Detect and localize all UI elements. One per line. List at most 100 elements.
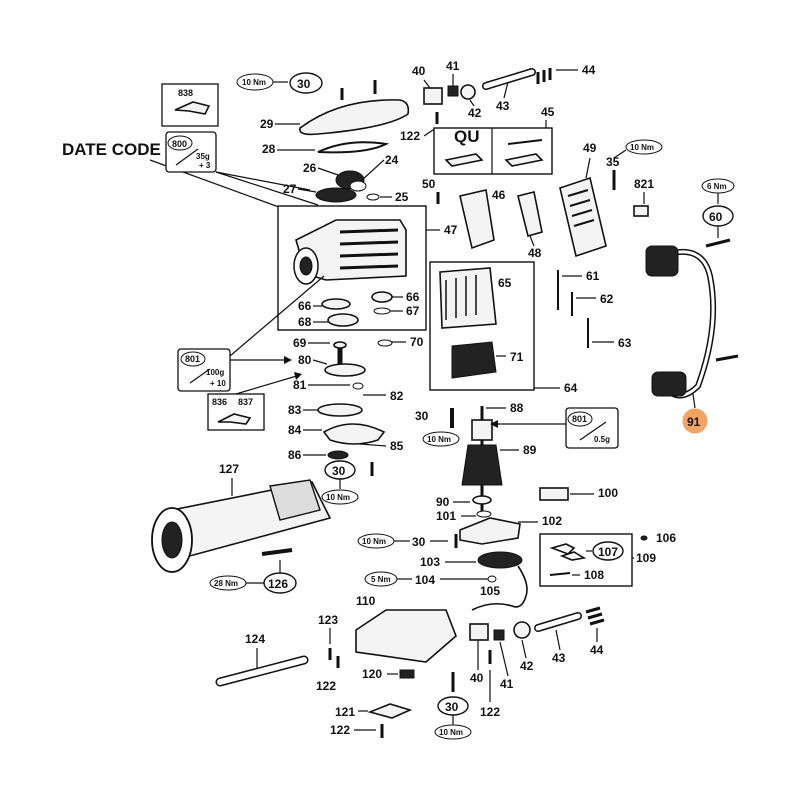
label-35: 35 bbox=[606, 155, 620, 169]
label-25: 25 bbox=[395, 190, 409, 204]
part-41-top bbox=[447, 85, 459, 97]
torque-30-center-value: 10 Nm bbox=[326, 493, 350, 502]
part-68 bbox=[327, 313, 359, 327]
label-45: 45 bbox=[541, 105, 555, 119]
label-88: 88 bbox=[510, 401, 524, 415]
part-86 bbox=[327, 450, 349, 460]
label-836: 836 bbox=[212, 397, 227, 407]
torque-30-top: 10 Nm 30 bbox=[236, 72, 323, 94]
label-30-bottom: 30 bbox=[445, 700, 459, 714]
part-103 bbox=[477, 551, 523, 569]
part-109-box bbox=[539, 533, 633, 587]
label-27: 27 bbox=[283, 182, 297, 196]
label-30-armature: 30 bbox=[415, 409, 429, 423]
label-43-top: 43 bbox=[496, 99, 510, 113]
torque-30-bottom-value: 10 Nm bbox=[439, 728, 463, 737]
part-66-right bbox=[371, 291, 393, 303]
part-65-field bbox=[439, 267, 497, 329]
label-47: 47 bbox=[444, 223, 458, 237]
torque-30-bottom: 30 10 Nm bbox=[434, 672, 472, 740]
torque-126: 28 Nm 126 bbox=[209, 560, 297, 594]
part-106 bbox=[640, 535, 648, 541]
label-107: 107 bbox=[598, 545, 618, 559]
part-46 bbox=[459, 189, 495, 250]
label-63: 63 bbox=[618, 336, 632, 350]
part-127-housing bbox=[151, 479, 332, 573]
part-101 bbox=[476, 510, 492, 518]
part-120 bbox=[399, 669, 415, 679]
label-122-mid: 122 bbox=[480, 705, 500, 719]
label-81: 81 bbox=[293, 378, 307, 392]
label-91: 91 bbox=[687, 415, 701, 429]
label-61: 61 bbox=[586, 269, 600, 283]
grease-801b-amount: 0.5g bbox=[594, 435, 610, 444]
torque-30-left-value: 10 Nm bbox=[362, 537, 386, 546]
label-122-top: 122 bbox=[400, 129, 420, 143]
label-110: 110 bbox=[356, 594, 376, 608]
label-101: 101 bbox=[436, 509, 456, 523]
label-100: 100 bbox=[598, 486, 618, 500]
label-84: 84 bbox=[288, 423, 302, 437]
label-68: 68 bbox=[298, 315, 312, 329]
label-60: 60 bbox=[709, 210, 723, 224]
grease-800-id: 800 bbox=[172, 139, 187, 149]
label-44-bottom: 44 bbox=[590, 643, 604, 657]
part-83 bbox=[317, 403, 363, 417]
grease-801a-extra: + 10 bbox=[210, 379, 226, 388]
grease-800-box: 800 35g + 3 bbox=[165, 131, 217, 173]
label-105: 105 bbox=[480, 584, 500, 598]
part-70 bbox=[377, 339, 393, 347]
label-66-left: 66 bbox=[298, 299, 312, 313]
label-102: 102 bbox=[542, 514, 562, 528]
label-837: 837 bbox=[238, 397, 253, 407]
grease-801b-box: 801 0.5g bbox=[565, 407, 619, 449]
label-104: 104 bbox=[415, 573, 435, 587]
label-40-top: 40 bbox=[412, 64, 426, 78]
part-89-armature bbox=[461, 444, 503, 486]
torque-30-center: 30 10 Nm bbox=[321, 460, 359, 505]
torque-126-value: 28 Nm bbox=[214, 579, 238, 588]
part-105-wire bbox=[471, 565, 528, 611]
part-110-base bbox=[355, 609, 457, 663]
grease-801a-box: 801 100g + 10 bbox=[177, 348, 231, 392]
label-28: 28 bbox=[262, 142, 276, 156]
part-821 bbox=[633, 205, 649, 217]
part-84 bbox=[322, 423, 386, 445]
label-82: 82 bbox=[390, 389, 404, 403]
torque-104: 5 Nm 104 bbox=[364, 571, 497, 587]
part-44-bottom bbox=[585, 606, 605, 626]
grease-801a-amount: 100g bbox=[206, 368, 224, 377]
label-41-top: 41 bbox=[446, 59, 460, 73]
label-48: 48 bbox=[528, 246, 542, 260]
torque-35-value: 10 Nm bbox=[630, 143, 654, 152]
part-40-bottom bbox=[469, 623, 489, 641]
grease-801a-id: 801 bbox=[185, 354, 200, 364]
label-821: 821 bbox=[634, 177, 654, 191]
part-42-bottom bbox=[513, 621, 531, 639]
label-71: 71 bbox=[510, 350, 524, 364]
part-81 bbox=[352, 382, 364, 390]
torque-60-value: 6 Nm bbox=[707, 182, 727, 191]
torque-30-top-value: 10 Nm bbox=[242, 78, 266, 87]
part-41-bottom bbox=[493, 629, 505, 641]
label-65: 65 bbox=[498, 276, 512, 290]
label-80: 80 bbox=[298, 353, 312, 367]
label-86: 86 bbox=[288, 448, 302, 462]
part-44-top bbox=[536, 68, 552, 84]
torque-104-value: 5 Nm bbox=[371, 575, 391, 584]
label-121: 121 bbox=[335, 705, 355, 719]
label-85: 85 bbox=[390, 439, 404, 453]
label-30-left: 30 bbox=[412, 535, 426, 549]
grease-801b-id: 801 bbox=[572, 414, 587, 424]
part-27-gear bbox=[315, 187, 357, 203]
part-90 bbox=[472, 495, 492, 505]
label-41-bottom: 41 bbox=[500, 677, 514, 691]
torque-60: 6 Nm 60 bbox=[701, 178, 735, 248]
label-103: 103 bbox=[420, 555, 440, 569]
part-48 bbox=[517, 191, 543, 237]
part-71-stator bbox=[451, 341, 497, 379]
label-838: 838 bbox=[178, 88, 193, 98]
part-91-handle bbox=[645, 245, 739, 399]
